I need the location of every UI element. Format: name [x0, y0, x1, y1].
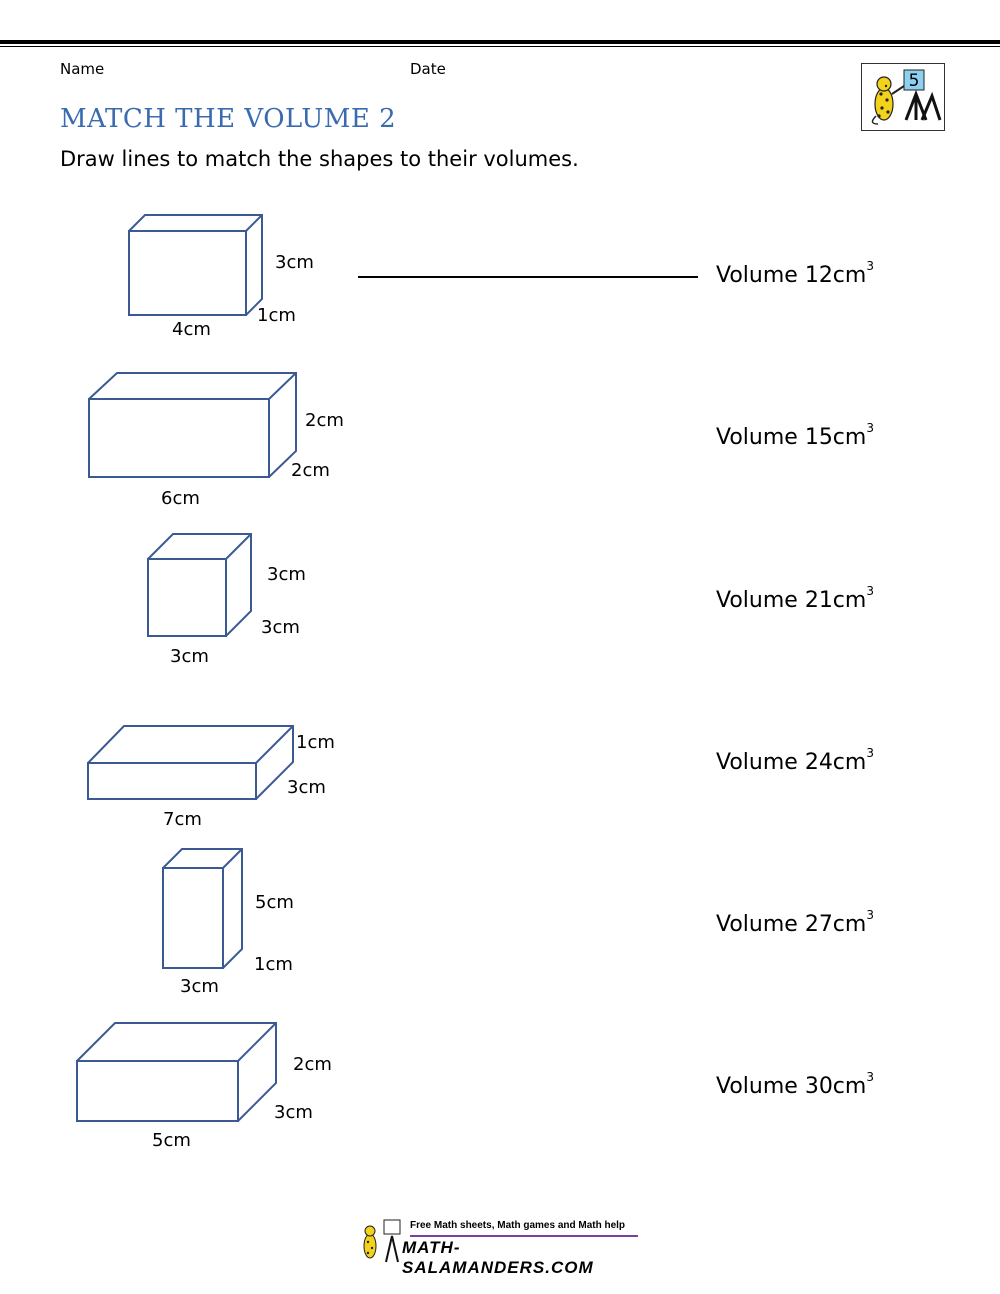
volume-option-6[interactable]: Volume 30cm3 [716, 1070, 874, 1099]
cuboid-5 [162, 848, 243, 969]
shape-2-depth-label: 2cm [291, 460, 330, 481]
volume-option-2[interactable]: Volume 15cm3 [716, 421, 874, 450]
cuboid-6 [76, 1022, 277, 1122]
shape-1-height-label: 3cm [275, 252, 314, 273]
shape-4-height-label: 1cm [296, 732, 335, 753]
volume-option-1[interactable]: Volume 12cm3 [716, 259, 874, 288]
cuboid-4 [87, 725, 294, 800]
shape-5-height-label: 5cm [255, 892, 294, 913]
cuboid-1 [128, 214, 263, 316]
instructions: Draw lines to match the shapes to their … [60, 147, 579, 171]
shape-4-width-label: 7cm [163, 809, 202, 830]
shape-6-height-label: 2cm [293, 1054, 332, 1075]
footer-site-name: MATH-SALAMANDERS.COM [402, 1238, 594, 1277]
page-title: MATCH THE VOLUME 2 [60, 104, 397, 134]
header-rule-thick [0, 40, 1000, 44]
logo-badge: 5 [909, 71, 920, 91]
name-label: Name [60, 60, 105, 78]
cuboid-3 [147, 533, 252, 637]
cuboid-2 [88, 372, 297, 478]
shape-5-width-label: 3cm [180, 976, 219, 997]
shape-5-depth-label: 1cm [254, 954, 293, 975]
volume-option-4[interactable]: Volume 24cm3 [716, 746, 874, 775]
date-label: Date [410, 60, 446, 78]
example-match-line [358, 276, 698, 278]
volume-option-5[interactable]: Volume 27cm3 [716, 908, 874, 937]
shape-3-width-label: 3cm [170, 646, 209, 667]
shape-1-width-label: 4cm [172, 319, 211, 340]
shape-6-width-label: 5cm [152, 1130, 191, 1151]
footer-divider [410, 1235, 638, 1237]
shape-2-width-label: 6cm [161, 488, 200, 509]
salamander-logo-icon: 5 [871, 69, 942, 125]
shape-3-height-label: 3cm [267, 564, 306, 585]
footer-tagline: Free Math sheets, Math games and Math he… [410, 1220, 626, 1231]
logo: 5 [861, 63, 945, 131]
volume-option-3[interactable]: Volume 21cm3 [716, 584, 874, 613]
footer-salamander-icon [363, 1219, 401, 1263]
shape-3-depth-label: 3cm [261, 617, 300, 638]
footer-logo[interactable]: Free Math sheets, Math games and Math he… [356, 1216, 646, 1277]
shape-2-height-label: 2cm [305, 410, 344, 431]
shape-6-depth-label: 3cm [274, 1102, 313, 1123]
header-rule-thin [0, 46, 1000, 47]
shape-1-depth-label: 1cm [257, 305, 296, 326]
shape-4-depth-label: 3cm [287, 777, 326, 798]
